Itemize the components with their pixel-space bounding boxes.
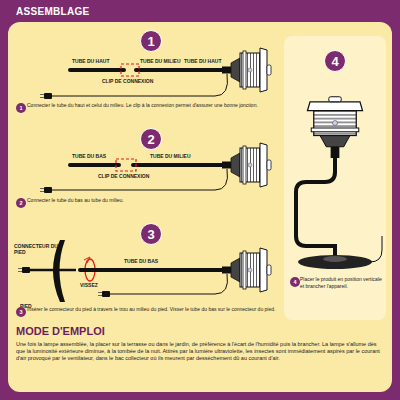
action-label: VISSEZ xyxy=(80,283,98,289)
step1-illustration xyxy=(40,48,271,99)
step-marker: 4 xyxy=(290,277,300,287)
part-label: CLIP DE CONNEXION xyxy=(98,174,149,180)
part-label: TUBE DU MILIEU xyxy=(150,154,191,160)
step-number: 3 xyxy=(147,228,154,241)
step-marker: 1 xyxy=(16,103,26,113)
step-text: Connecter le tube du haut et celui du mi… xyxy=(27,102,282,109)
part-label: TUBE DU HAUT xyxy=(72,59,110,65)
step-number: 2 xyxy=(147,133,154,146)
step3-illustration xyxy=(18,240,271,302)
part-label: TUBE DU BAS xyxy=(124,259,158,265)
part-label: TUBE DU HAUT xyxy=(184,59,222,65)
step-number-circle: 1 xyxy=(140,30,162,52)
step-text: Connecter le tube du bas au tube du mili… xyxy=(27,197,282,204)
section-heading: MODE D'EMPLOI xyxy=(16,325,105,337)
step-text: Insérer le connecteur du pied à travers … xyxy=(27,306,282,313)
step-number-circle: 3 xyxy=(140,223,162,245)
step-number-circle: 2 xyxy=(140,128,162,150)
instructions-paragraph: Une fois la lampe assemblée, la placer s… xyxy=(16,341,384,362)
step-marker: 3 xyxy=(16,307,26,317)
part-label: TUBE DU MILIEU xyxy=(140,59,181,65)
panel-ground xyxy=(8,22,392,392)
part-label: CONNECTEUR DU PIED xyxy=(14,244,58,255)
step-number-circle: 4 xyxy=(324,50,346,72)
step-marker: 2 xyxy=(16,198,26,208)
step4-illustration xyxy=(296,97,382,269)
part-label: TUBE DU BAS xyxy=(72,154,106,160)
step-text: Placer le produit en position verticale … xyxy=(300,276,384,289)
step-number: 1 xyxy=(147,35,154,48)
step4-panel xyxy=(284,36,386,320)
section-title: ASSEMBLAGE xyxy=(16,6,90,17)
step-number: 4 xyxy=(331,55,338,68)
foot-dish xyxy=(53,240,65,302)
part-label: CLIP DE CONNEXION xyxy=(102,79,153,85)
step2-illustration xyxy=(40,143,271,193)
